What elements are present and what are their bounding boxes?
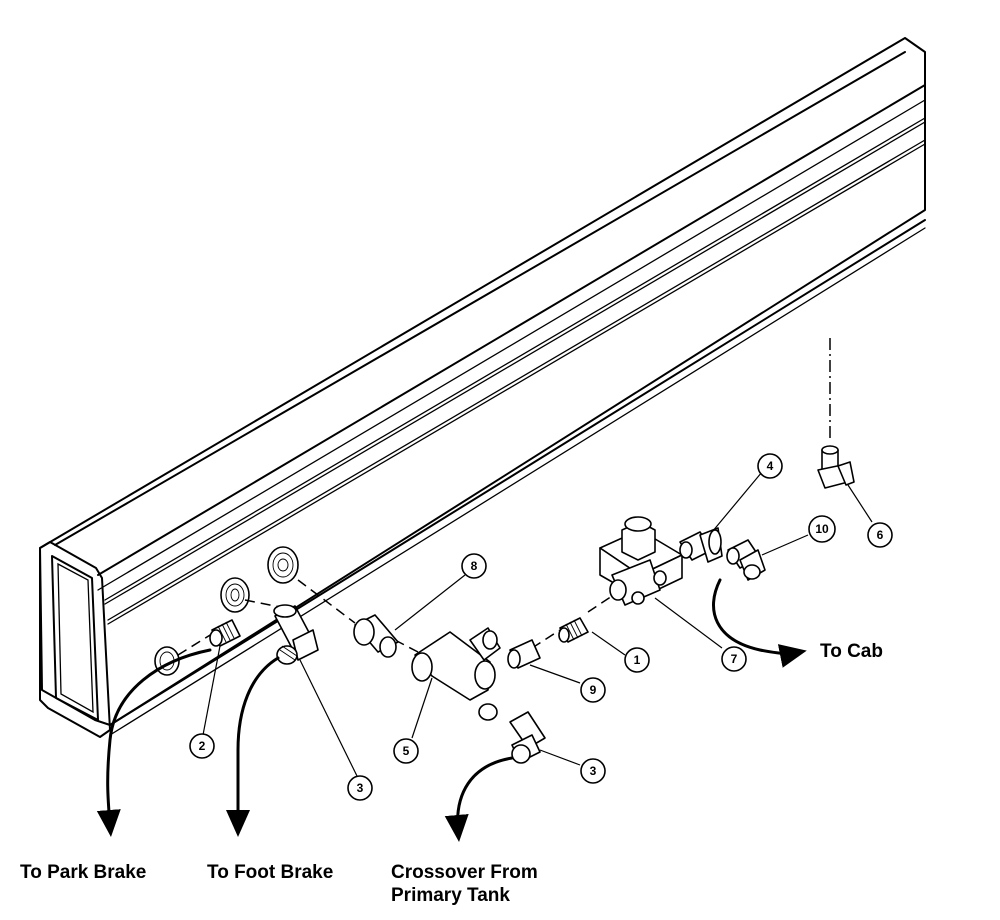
svg-text:10: 10 — [815, 522, 829, 536]
leader-9 — [529, 664, 581, 684]
part-5-tee — [411, 627, 501, 721]
leader-1 — [591, 631, 626, 656]
callout-4: 4 — [757, 453, 783, 479]
callout-3-lower: 3 — [580, 758, 606, 784]
part-2-fitting — [209, 619, 241, 647]
svg-text:7: 7 — [731, 652, 738, 666]
assembly-line-tee-5 — [394, 639, 419, 653]
leader-8 — [394, 574, 466, 631]
callout-5: 5 — [393, 738, 419, 764]
hose-to-cab — [712, 578, 807, 668]
svg-text:9: 9 — [590, 683, 597, 697]
leader-6 — [847, 484, 873, 523]
callout-1: 1 — [624, 647, 650, 673]
svg-text:3: 3 — [590, 764, 597, 778]
callout-2: 2 — [189, 733, 215, 759]
assembly-line-fitting-8 — [297, 579, 356, 624]
svg-text:5: 5 — [403, 744, 410, 758]
hose-to-foot-brake — [226, 656, 280, 837]
svg-text:3: 3 — [357, 781, 364, 795]
part-3-elbow-upper — [273, 604, 319, 665]
leader-10 — [761, 534, 809, 556]
callout-8: 8 — [461, 553, 487, 579]
callout-10: 10 — [808, 515, 836, 543]
part-1-adapter — [558, 617, 589, 643]
svg-text:6: 6 — [877, 528, 884, 542]
svg-text:1: 1 — [634, 653, 641, 667]
part-7-valve — [599, 516, 683, 606]
frame-rail — [39, 37, 926, 738]
label-crossover-line-1: Crossover From — [391, 862, 538, 883]
leader-2 — [202, 645, 221, 736]
svg-text:8: 8 — [471, 559, 478, 573]
svg-text:4: 4 — [767, 459, 774, 473]
hose-to-park-brake — [96, 648, 212, 837]
assembly-line-fitting-2 — [177, 631, 216, 656]
hose-crossover — [444, 756, 514, 842]
part-3-elbow-lower — [509, 711, 546, 764]
label-crossover-line-2: Primary Tank — [391, 885, 510, 906]
label-to-cab: To Cab — [820, 641, 883, 662]
leader-4 — [711, 471, 763, 533]
callout-9: 9 — [580, 677, 606, 703]
leader-7 — [654, 597, 723, 649]
svg-text:2: 2 — [199, 739, 206, 753]
part-8-adapter — [353, 614, 399, 658]
callout-6: 6 — [867, 522, 893, 548]
label-to-park-brake: To Park Brake — [20, 862, 147, 883]
part-9-nipple — [507, 639, 541, 669]
label-to-foot-brake: To Foot Brake — [207, 862, 334, 883]
part-6-drain-valve — [817, 445, 855, 489]
part-10-elbow — [726, 539, 766, 581]
leader-3-lower — [539, 749, 581, 766]
leader-3-upper — [299, 659, 358, 777]
leader-5 — [411, 677, 433, 739]
assembly-line-valve — [531, 595, 613, 649]
part-4-elbow — [679, 527, 723, 563]
callout-7: 7 — [721, 646, 747, 672]
callout-3-upper: 3 — [347, 775, 373, 801]
